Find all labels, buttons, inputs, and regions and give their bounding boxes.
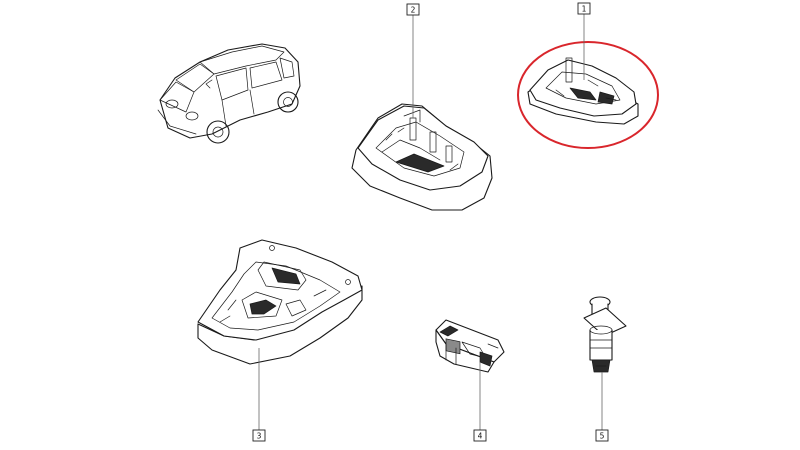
courtesy-light-housing-icon xyxy=(527,57,639,125)
callout-1[interactable]: 1 xyxy=(577,2,591,15)
highlight-ring xyxy=(517,41,659,149)
door-contact-switch-icon xyxy=(583,296,627,373)
interior-light-housing-icon xyxy=(351,103,493,211)
callout-5[interactable]: 5 xyxy=(595,429,609,442)
callout-1-label: 1 xyxy=(582,5,587,14)
callout-3-label: 3 xyxy=(257,432,262,441)
callout-4[interactable]: 4 xyxy=(473,429,487,442)
callout-2[interactable]: 2 xyxy=(406,3,420,16)
callout-3[interactable]: 3 xyxy=(252,429,266,442)
light-switch-module-icon xyxy=(435,319,505,373)
callout-4-label: 4 xyxy=(478,432,483,441)
car-illustration-icon xyxy=(157,43,301,144)
callout-2-label: 2 xyxy=(411,6,416,15)
callout-5-label: 5 xyxy=(600,432,605,441)
dome-light-console-icon xyxy=(197,239,363,365)
